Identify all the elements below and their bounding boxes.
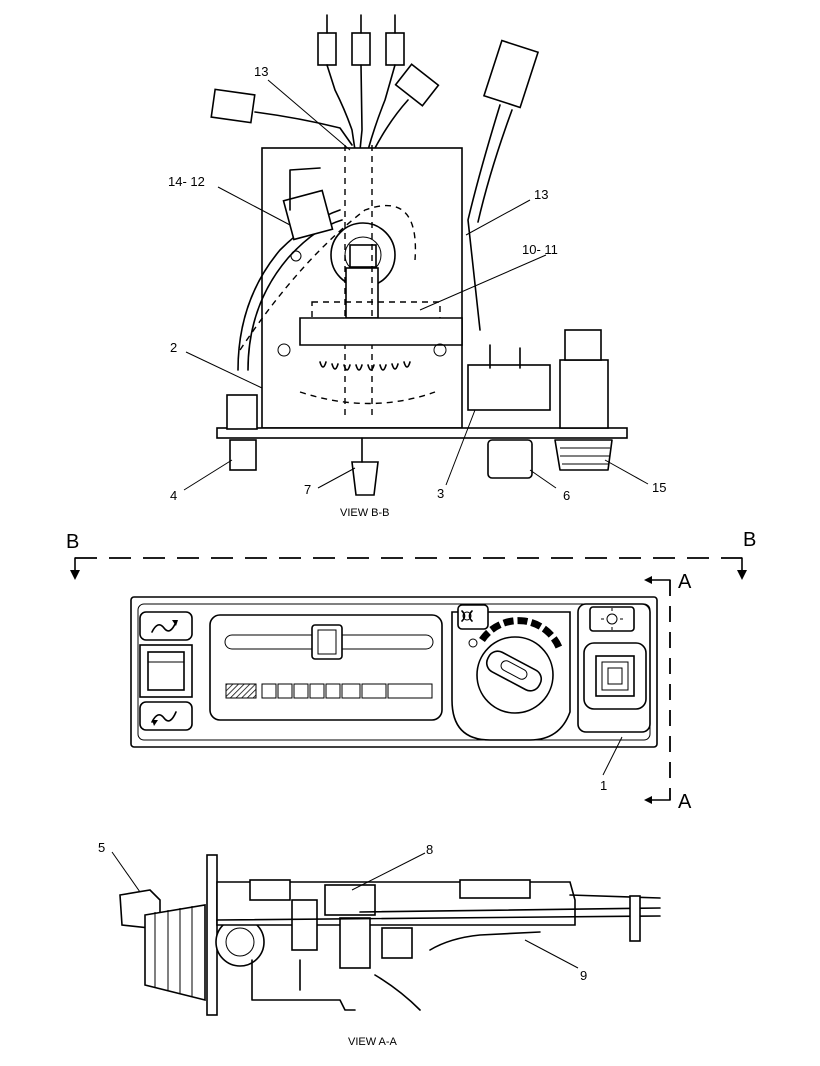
section-a-bottom-label: A <box>678 791 692 813</box>
section-b-left-label: B <box>66 531 79 553</box>
section-line-aa: A A <box>644 571 692 813</box>
fan-speed-knob <box>451 604 571 741</box>
callout-6: 6 <box>563 488 570 503</box>
callout-2: 2 <box>170 340 177 355</box>
callout-1: 1 <box>600 778 607 793</box>
callout-13-top: 13 <box>254 64 268 79</box>
section-b-right-label: B <box>743 529 756 551</box>
top-connectors <box>210 14 540 331</box>
callout-15: 15 <box>652 480 666 495</box>
callout-7: 7 <box>304 482 311 497</box>
view-aa-caption: VIEW A-A <box>348 1036 398 1048</box>
view-bb-assembly: 13 14- 12 13 10- 11 2 4 7 3 6 15 VIEW B-… <box>168 14 666 519</box>
temperature-indicator-segments <box>225 683 433 699</box>
section-a-top-label: A <box>678 571 692 593</box>
section-line-bb: B B <box>66 529 756 580</box>
base-flange <box>216 427 628 439</box>
callout-3: 3 <box>437 486 444 501</box>
ac-button <box>577 603 651 733</box>
callout-4: 4 <box>170 488 177 503</box>
control-panel: 1 <box>130 596 658 793</box>
temperature-slider <box>209 614 443 721</box>
view-bb-leaders <box>183 79 649 491</box>
callout-8: 8 <box>426 842 433 857</box>
callout-13-right: 13 <box>534 187 548 202</box>
callout-9: 9 <box>580 968 587 983</box>
view-bb-caption: VIEW B-B <box>340 507 390 519</box>
fan-rocker-switch <box>139 611 193 731</box>
callout-5: 5 <box>98 840 105 855</box>
callout-10-11: 10- 11 <box>522 242 558 257</box>
view-aa-assembly: 5 8 9 VIEW A-A <box>98 840 661 1048</box>
callout-14-12: 14- 12 <box>168 174 205 189</box>
louver-slots <box>319 361 411 371</box>
